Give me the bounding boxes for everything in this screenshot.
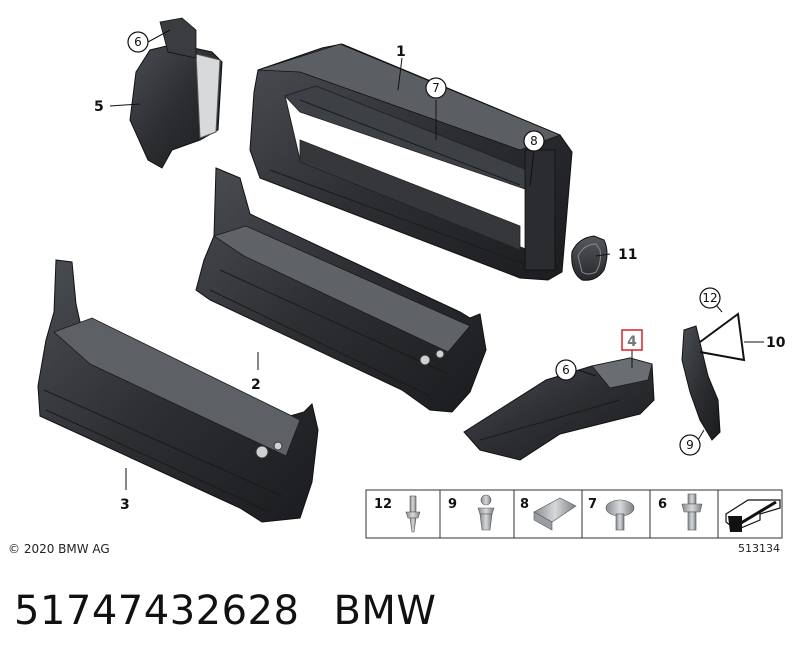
- callout-6-top: 6: [127, 31, 149, 53]
- callout-8: 8: [523, 130, 545, 152]
- svg-text:6: 6: [658, 497, 667, 512]
- leader-lines: [109, 29, 764, 490]
- legend-cell-6: 6: [658, 493, 703, 531]
- part-4-brake-air-duct: [463, 357, 655, 461]
- callout-12: 12: [699, 287, 721, 309]
- callout-11: 11: [618, 247, 637, 263]
- svg-text:9: 9: [448, 497, 457, 512]
- svg-text:8: 8: [520, 497, 529, 512]
- part-number-footer: 51747432628 BMW: [14, 588, 436, 634]
- callout-1: 1: [396, 44, 406, 60]
- svg-text:7: 7: [432, 81, 440, 95]
- part-number: 51747432628: [14, 588, 300, 634]
- copyright-notice: © 2020 BMW AG: [8, 542, 110, 556]
- svg-text:11: 11: [618, 247, 637, 263]
- callout-10: 10: [766, 335, 786, 351]
- legend-cell-12: 12: [374, 495, 421, 533]
- svg-text:12: 12: [702, 291, 717, 305]
- svg-text:1: 1: [396, 44, 406, 60]
- part-1-frame: [249, 43, 573, 281]
- svg-text:7: 7: [588, 497, 597, 512]
- part-10-bracket: [681, 312, 746, 441]
- callout-2: 2: [251, 377, 261, 393]
- legend-cell-8: 8: [520, 497, 577, 531]
- svg-text:4: 4: [627, 334, 637, 350]
- parts-diagram: 1 7 8 6 5 11 2 3 4 6 12 10 9: [37, 17, 786, 539]
- callout-6-right: 6: [555, 359, 577, 381]
- svg-text:3: 3: [120, 497, 130, 513]
- svg-text:9: 9: [686, 438, 694, 452]
- direction-arrow-icon: [725, 499, 781, 532]
- svg-text:10: 10: [766, 335, 786, 351]
- svg-text:6: 6: [562, 363, 570, 377]
- part-5-air-duct: [129, 17, 223, 169]
- brand-name: BMW: [333, 588, 437, 634]
- legend-cell-7: 7: [588, 497, 635, 531]
- diagram-reference-number: 513134: [738, 542, 780, 555]
- svg-text:5: 5: [94, 99, 104, 115]
- svg-text:8: 8: [530, 134, 538, 148]
- callout-4-highlighted: 4: [621, 329, 643, 351]
- part-2-air-deflector: [195, 167, 487, 413]
- part-3-air-deflector: [37, 259, 319, 523]
- callout-7: 7: [425, 77, 447, 99]
- legend-cell-9: 9: [448, 494, 495, 531]
- callout-3: 3: [120, 497, 130, 513]
- callout-5: 5: [94, 99, 104, 115]
- svg-text:2: 2: [251, 377, 261, 393]
- fastener-legend: 12 9 8 7 6: [365, 489, 783, 539]
- callout-9: 9: [679, 434, 701, 456]
- svg-text:12: 12: [374, 497, 392, 512]
- part-11-cover: [571, 235, 608, 281]
- svg-text:6: 6: [134, 35, 142, 49]
